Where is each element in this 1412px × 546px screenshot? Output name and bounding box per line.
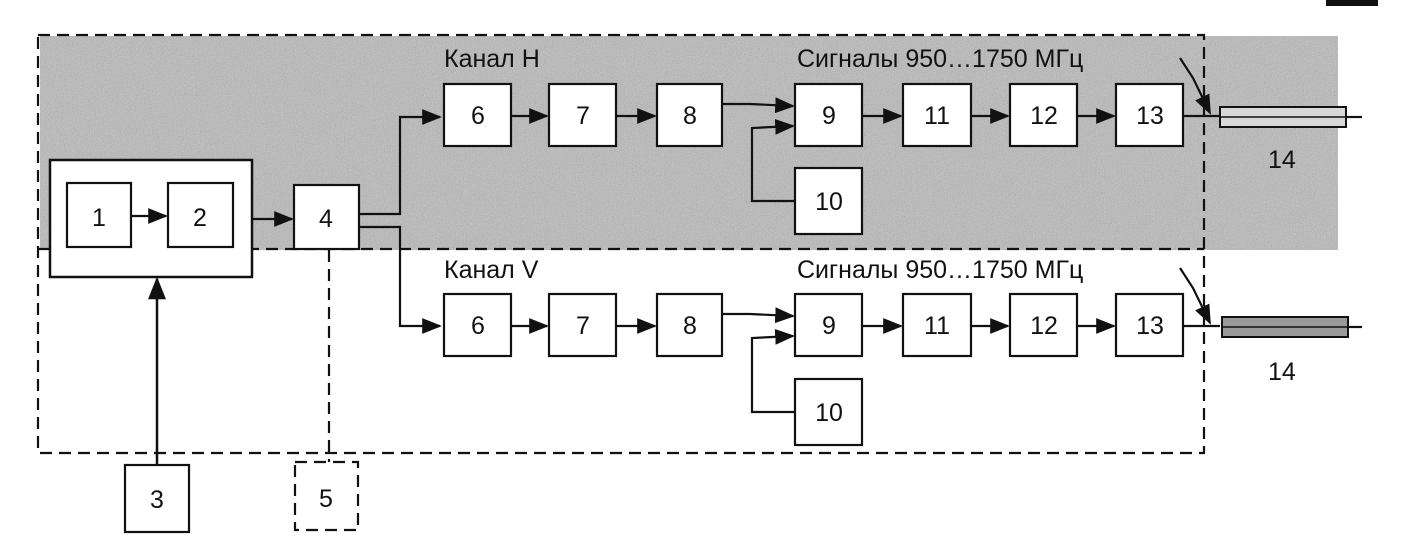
h-block-10 <box>793 166 864 236</box>
block-5-frame <box>293 460 360 532</box>
branch-to-channel-h <box>359 109 442 216</box>
v-block-6-label: 6 <box>471 312 485 340</box>
channel-v-label: Канал V <box>444 256 539 284</box>
branch-to-channel-v <box>359 225 442 334</box>
v-arrow-10-9 <box>750 328 795 414</box>
v-block-10-label: 10 <box>815 399 843 427</box>
h-block-6-label: 6 <box>471 102 485 130</box>
v-block-6 <box>442 292 513 358</box>
h-arrow-8-9 <box>722 97 795 114</box>
block-4-label: 4 <box>319 205 333 233</box>
channel-h-label: Канал H <box>444 45 540 73</box>
v-block-9-label: 9 <box>822 312 836 340</box>
v-block-8-label: 8 <box>683 312 697 340</box>
channel-h: Канал H Сигналы 950…1750 МГц 6 7 8 9 10 … <box>442 45 1362 236</box>
v-block-8 <box>655 292 724 358</box>
h-block-7 <box>547 82 618 148</box>
channel-v: Канал V Сигналы 950…1750 МГц 6 7 8 9 10 … <box>442 256 1362 447</box>
h-block-12-label: 12 <box>1030 102 1058 130</box>
corner-mark <box>1326 0 1378 6</box>
source-housing: 1 2 <box>48 158 254 279</box>
v-block-11 <box>901 292 973 358</box>
block-2-label: 2 <box>193 204 207 232</box>
splitter-block-4: 4 <box>252 109 442 334</box>
h-cable-14-label: 14 <box>1268 146 1296 174</box>
channel-v-signal-label: Сигналы 950…1750 МГц <box>797 256 1083 284</box>
v-signal-pointer <box>1179 267 1211 325</box>
h-cable-14 <box>1219 106 1362 128</box>
h-block-11-label: 11 <box>924 102 950 130</box>
h-block-8-label: 8 <box>683 102 697 130</box>
converter-enclosure <box>36 33 1206 455</box>
block-1-label: 1 <box>92 204 106 232</box>
h-block-11 <box>901 82 973 148</box>
v-block-13 <box>1114 292 1185 358</box>
block-5-label: 5 <box>319 485 333 513</box>
block-2 <box>166 181 235 249</box>
channel-h-signal-label: Сигналы 950…1750 МГц <box>797 45 1083 73</box>
v-block-10 <box>793 377 864 447</box>
h-block-13-label: 13 <box>1136 102 1164 130</box>
h-block-9-label: 9 <box>822 102 836 130</box>
h-block-8 <box>655 82 724 148</box>
h-arrow-10-9 <box>750 118 795 203</box>
block-3-label: 3 <box>150 486 164 514</box>
v-block-13-label: 13 <box>1136 312 1164 340</box>
h-signal-pointer <box>1179 57 1211 115</box>
h-block-9 <box>793 82 864 148</box>
v-block-11-label: 11 <box>924 312 950 340</box>
block-1 <box>65 181 133 249</box>
v-block-9 <box>793 292 864 358</box>
v-block-7-label: 7 <box>576 312 590 340</box>
v-block-7 <box>547 292 618 358</box>
v-block-12-label: 12 <box>1030 312 1058 340</box>
input-block-3: 3 <box>123 276 191 534</box>
v-cable-14 <box>1221 316 1362 338</box>
v-arrow-8-9 <box>722 307 795 324</box>
h-block-7-label: 7 <box>576 102 590 130</box>
v-cable-14-label: 14 <box>1268 358 1296 386</box>
h-block-12 <box>1008 82 1079 148</box>
h-block-10-label: 10 <box>815 188 843 216</box>
